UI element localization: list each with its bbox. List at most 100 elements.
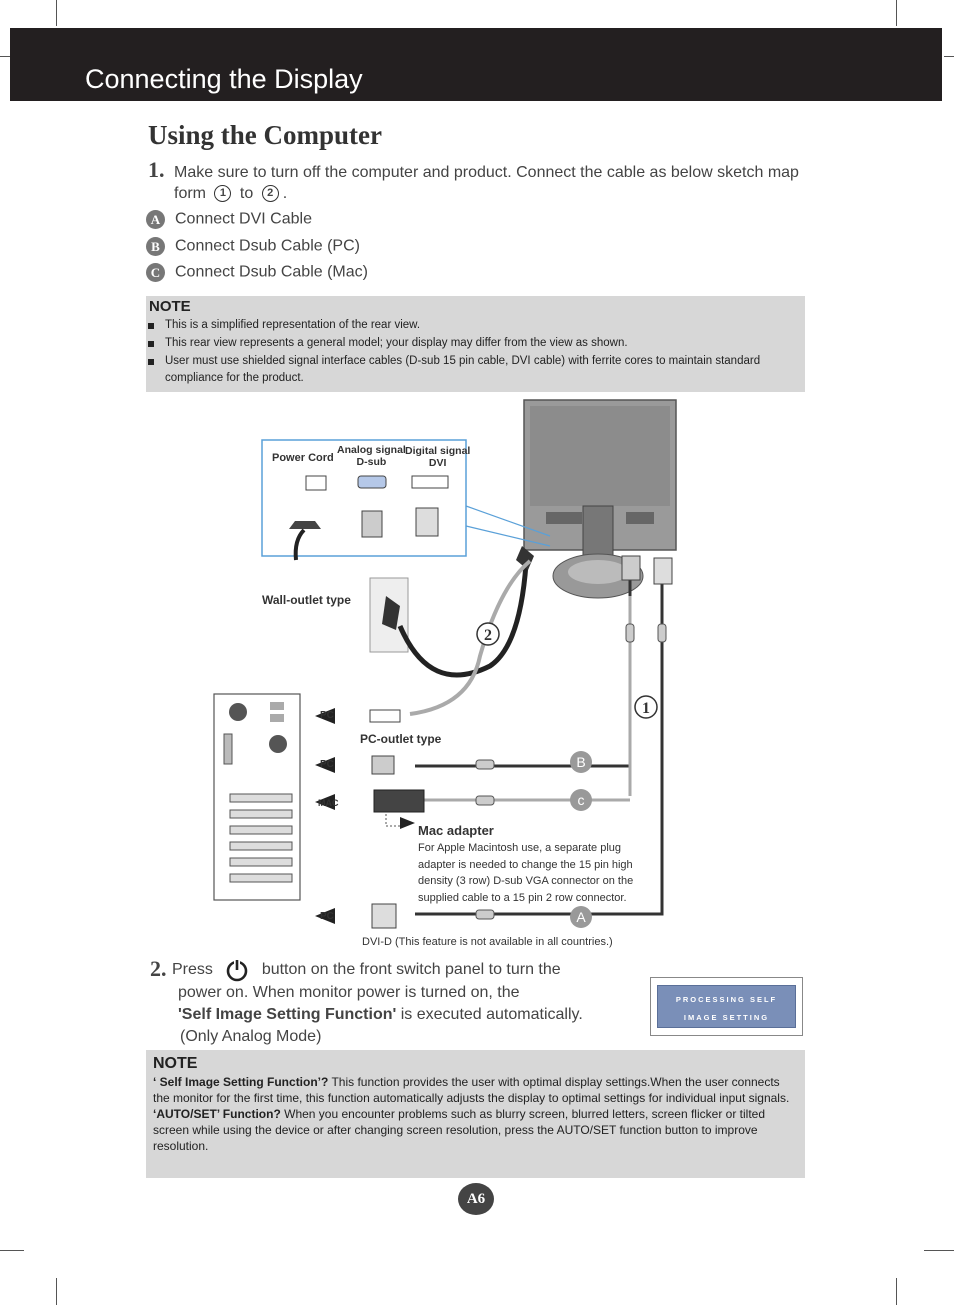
monitor-port: [546, 512, 582, 524]
marker-b-text: B: [576, 754, 585, 770]
monitor-vent: [530, 406, 670, 506]
dvi-note: DVI-D (This feature is not available in …: [362, 936, 613, 948]
monitor-stand-top: [568, 560, 628, 584]
section-title: Using the Computer: [148, 120, 382, 150]
wall-plug: [382, 596, 400, 630]
step-1-number: 1.: [148, 157, 165, 182]
dsub-port: [357, 475, 387, 489]
step-2-line3-rest: is executed automatically.: [396, 1006, 583, 1023]
note-2-q1: ‘ Self Image Setting Function’?: [153, 1075, 329, 1089]
note-2-q2: ‘AUTO/SET’ Function?: [153, 1107, 281, 1121]
dsub-plug: [361, 510, 383, 538]
badge-a-icon: A: [146, 210, 165, 229]
pc-label: PC: [320, 911, 334, 922]
step-2-number: 2.: [150, 956, 167, 981]
note-2-title: NOTE: [153, 1055, 198, 1072]
step-2-line2: power on. When monitor power is turned o…: [178, 984, 520, 1001]
pc-label: PC: [320, 759, 334, 770]
marker-2-text: 2: [484, 627, 492, 644]
osd-preview: PROCESSING SELF IMAGE SETTING: [650, 977, 803, 1036]
note-2-a2: When you encounter problems such as blur…: [153, 1107, 765, 1153]
option-c-label: Connect Dsub Cable (Mac): [175, 263, 368, 281]
osd-line2: IMAGE SETTING: [683, 1013, 770, 1022]
mac-adapter-line: density (3 row) D-sub VGA connector on t…: [418, 875, 634, 887]
badge-c-icon: C: [146, 263, 165, 282]
step-1-end: .: [282, 185, 288, 202]
note-1-title: NOTE: [149, 298, 191, 315]
crop-mark: [56, 1278, 57, 1305]
pc-label: PC: [320, 710, 334, 721]
mac-adapter-desc: For Apple Macintosh use, a separate plug…: [418, 840, 658, 906]
digital-line2: DVI: [428, 457, 447, 469]
digital-line1: Digital signal: [405, 445, 471, 457]
power-cord-label: Power Cord: [272, 452, 334, 464]
option-a: A Connect DVI Cable: [146, 210, 312, 229]
pc-outlet-label: PC-outlet type: [360, 732, 442, 746]
crop-mark: [56, 0, 57, 26]
step-2-line4: (Only Analog Mode): [180, 1028, 322, 1045]
connection-diagram: 2 1 B c A Power Cord Analog signal D-sub…: [200, 396, 690, 952]
page-number: A6: [458, 1183, 494, 1215]
analog-line2: D-sub: [356, 456, 387, 468]
step-1-line1: Make sure to turn off the computer and p…: [174, 164, 799, 181]
page-header-title: Connecting the Display: [85, 64, 363, 94]
step-1-form-word: form: [174, 185, 206, 202]
dvi-port: [411, 475, 449, 489]
header-bar: [10, 28, 942, 101]
mac-adapter-line: adapter is needed to change the 15 pin h…: [418, 858, 633, 871]
step-2-line1-rest: button on the front switch panel to turn…: [261, 961, 561, 979]
wall-outlet-label: Wall-outlet type: [262, 593, 351, 607]
mac-label: MAC: [318, 798, 339, 808]
note-box-2: NOTE ‘ Self Image Setting Function’? Thi…: [146, 1050, 805, 1178]
marker-1-text: 1: [642, 700, 650, 717]
pc-power-cable: [409, 559, 532, 716]
step-2-bold: 'Self Image Setting Function': [178, 1006, 397, 1023]
crop-mark: [0, 56, 10, 57]
note-2-a1: This function provides the user with opt…: [153, 1075, 790, 1105]
mac-adapter-title: Mac adapter: [418, 823, 494, 838]
marker-a-text: A: [576, 909, 586, 925]
step-1-text: Make sure to turn off the computer and p…: [174, 162, 814, 204]
note-box-1: NOTE This is a simplified representation…: [146, 296, 805, 392]
analog-line1: Analog signal: [337, 444, 406, 456]
osd-screen: PROCESSING SELF IMAGE SETTING: [657, 985, 796, 1028]
monitor-port: [626, 512, 654, 524]
option-c: C Connect Dsub Cable (Mac): [146, 263, 368, 282]
analog-label: Analog signal D-sub: [337, 444, 406, 468]
pc-fan: [269, 735, 287, 753]
crop-mark: [924, 1250, 954, 1251]
dvi-cable: [415, 571, 664, 916]
note-1-item: This is a simplified representation of t…: [148, 317, 795, 334]
step-1-to-word: to: [239, 185, 254, 202]
crop-mark: [896, 1278, 897, 1305]
option-a-label: Connect DVI Cable: [175, 210, 312, 228]
option-b: B Connect Dsub Cable (PC): [146, 237, 360, 256]
marker-c-text: c: [578, 792, 585, 808]
crop-mark: [896, 0, 897, 26]
marker-a-icon: [570, 906, 592, 928]
step-2-line3: 'Self Image Setting Function' is execute…: [172, 1004, 583, 1026]
step-1-marker-icon: [634, 695, 658, 719]
marker-b-icon: [570, 751, 592, 773]
crop-mark: [0, 1250, 24, 1251]
power-cord-cable: [397, 563, 529, 678]
power-port: [305, 475, 327, 491]
mac-adapter-line: For Apple Macintosh use, a separate plug: [418, 842, 622, 854]
power-button-icon: [225, 958, 249, 982]
connection-diagram-svg: 2 1 B c A: [213, 399, 677, 929]
step-2-press-word: Press: [172, 961, 213, 979]
step-2-text: Press button on the front switch panel t…: [172, 958, 583, 1048]
pc-fan: [229, 703, 247, 721]
circle-1-icon: 1: [214, 185, 232, 203]
step-2-line1: Press button on the front switch panel t…: [172, 958, 583, 982]
dvi-plug: [415, 507, 439, 537]
mac-adapter-line: supplied cable to a 15 pin 2 row connect…: [418, 891, 627, 904]
note-1-item: User must use shielded signal interface …: [148, 353, 795, 387]
note-2-body: ‘ Self Image Setting Function’? This fun…: [153, 1074, 798, 1154]
circle-2-icon: 2: [261, 185, 279, 203]
badge-b-icon: B: [146, 237, 165, 256]
mac-adapter-icon: [373, 789, 425, 813]
marker-c-icon: [570, 789, 592, 811]
option-b-label: Connect Dsub Cable (PC): [175, 237, 360, 255]
osd-line1: PROCESSING SELF: [675, 995, 778, 1004]
